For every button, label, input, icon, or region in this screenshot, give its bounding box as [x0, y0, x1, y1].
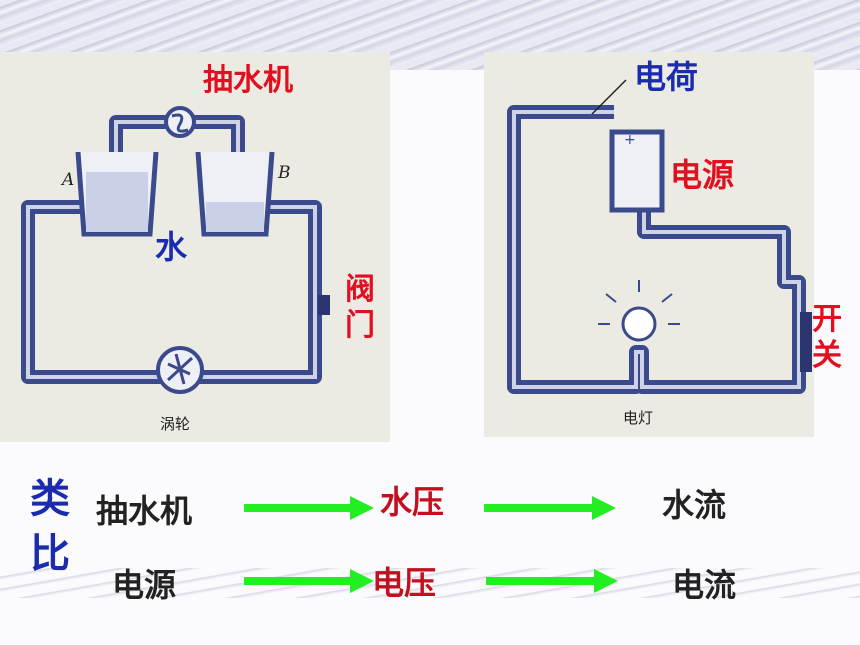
row1-arrow-2	[484, 496, 616, 520]
lamp-label: 电灯	[623, 409, 654, 427]
row1-water-flow: 水流	[662, 486, 727, 524]
analogy-title: 类比	[30, 476, 70, 577]
row1-arrow-1	[244, 496, 374, 520]
container-a-label: A	[62, 170, 75, 190]
row2-arrow-2	[486, 569, 618, 593]
turbine-label: 涡轮	[160, 415, 191, 433]
container-b-label: B	[278, 163, 291, 183]
electric-circuit-drawing: +	[507, 79, 812, 394]
water-label: 水	[155, 228, 188, 266]
row1-water-pressure: 水压	[380, 483, 445, 521]
row2-voltage: 电压	[372, 564, 437, 602]
water-circuit-drawing	[21, 106, 330, 394]
charge-label: 电荷	[634, 58, 699, 96]
switch-label: 开关	[812, 302, 842, 373]
svg-text:+: +	[624, 132, 636, 148]
source-label: 电源	[670, 156, 735, 194]
row2-current: 电流	[672, 566, 737, 604]
valve-label: 阀门	[345, 272, 375, 343]
decorative-wave-bottom	[0, 568, 860, 598]
row1-pump: 抽水机	[96, 492, 193, 530]
row2-arrow-1	[244, 569, 374, 593]
row2-source: 电源	[112, 566, 177, 604]
pump-label: 抽水机	[203, 63, 293, 98]
